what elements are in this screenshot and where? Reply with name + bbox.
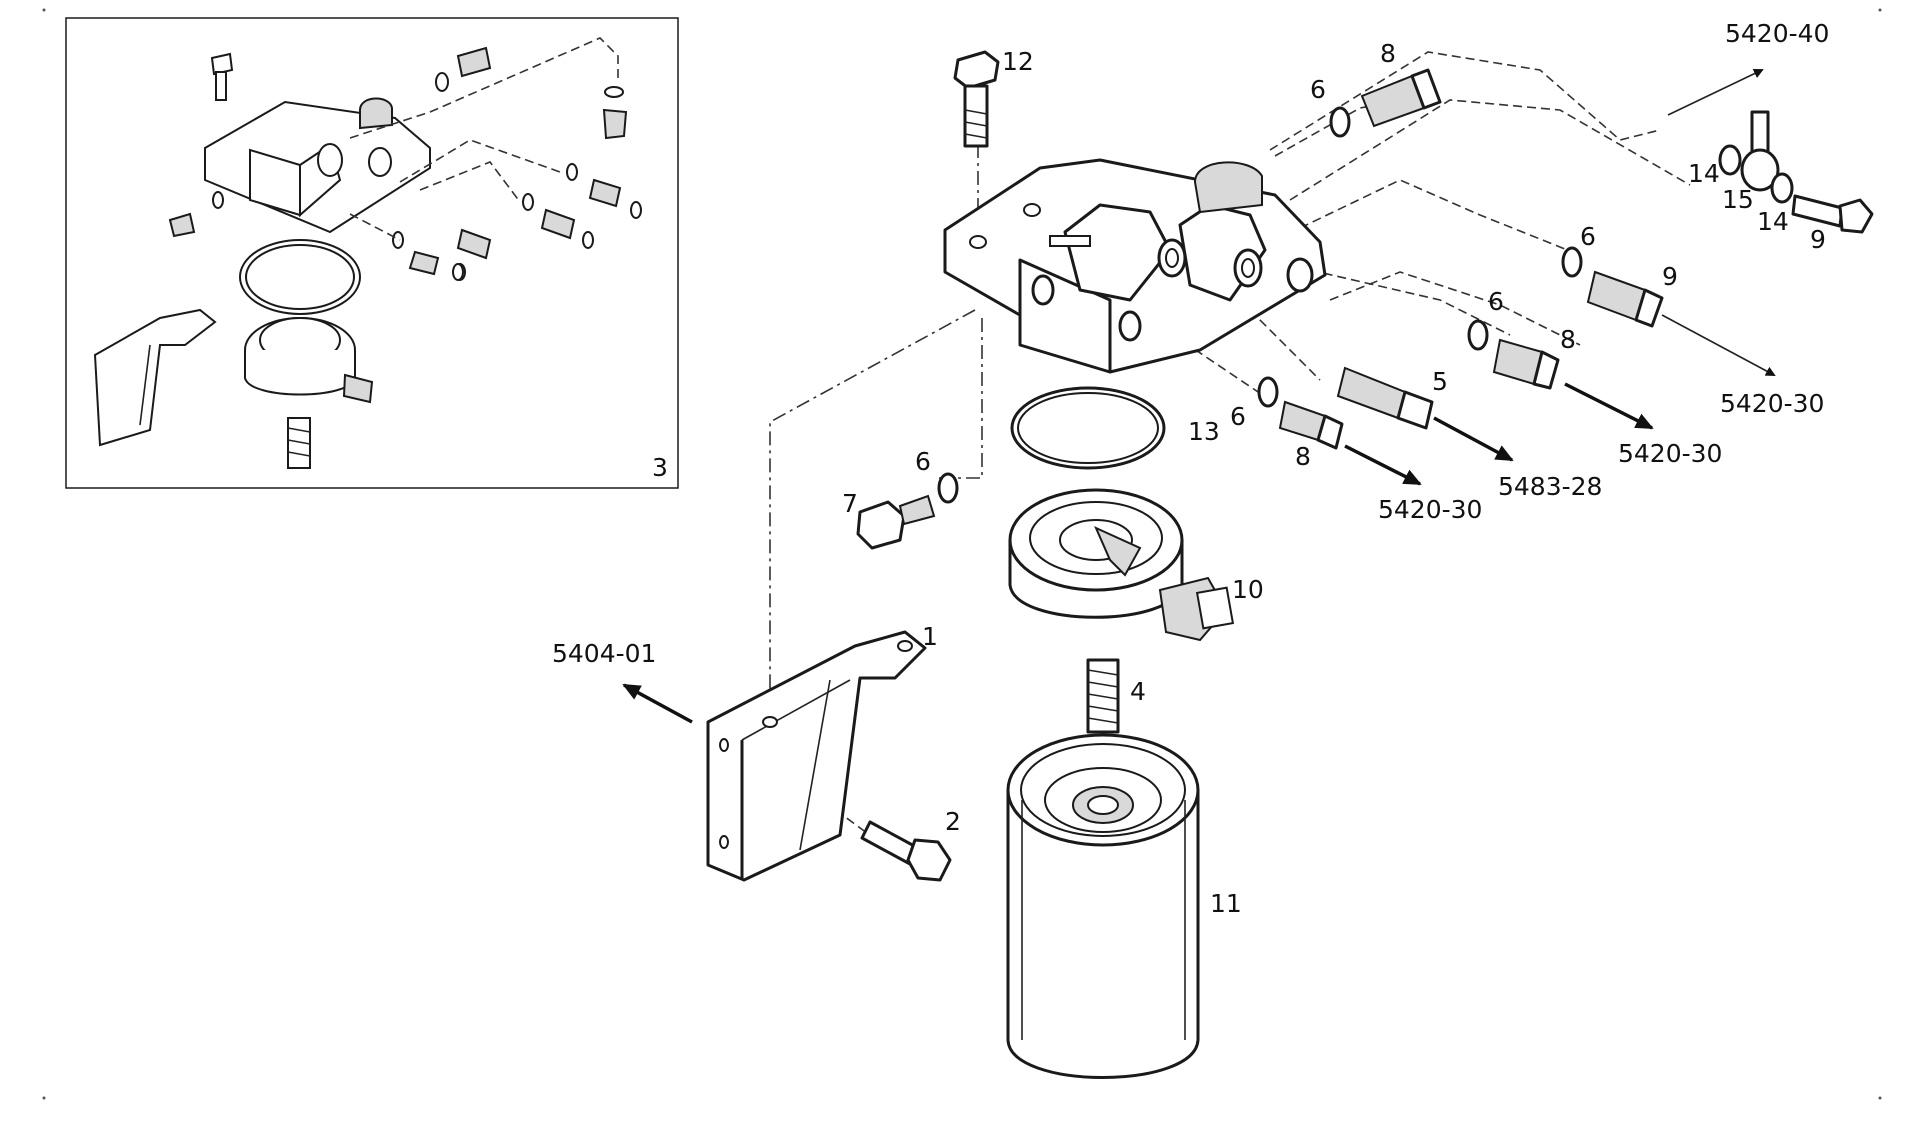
- callout-6-left: 6: [915, 447, 931, 476]
- callout-2: 2: [945, 807, 961, 836]
- ref-5483-28: 5483-28: [1498, 472, 1602, 501]
- part-14-washer-right: [1770, 172, 1794, 204]
- callout-14-left: 14: [1688, 159, 1720, 188]
- filter-head-housing: [943, 158, 1327, 374]
- part-9-banjo-bolt: [1791, 194, 1874, 234]
- callout-13: 13: [1188, 417, 1220, 446]
- part-6-oring-mid: [1467, 319, 1489, 351]
- callout-9-mid: 9: [1662, 262, 1678, 291]
- callout-6-mid: 6: [1488, 287, 1504, 316]
- callout-6-upper: 6: [1310, 75, 1326, 104]
- callout-5: 5: [1432, 367, 1448, 396]
- part-6-oring-right: [1561, 246, 1583, 278]
- part-12-bolt: [953, 50, 1000, 148]
- callout-15: 15: [1722, 185, 1754, 214]
- part-10-filter-head: [1008, 488, 1235, 642]
- callout-6-lower: 6: [1230, 402, 1246, 431]
- corner-marks: [42, 8, 1882, 1100]
- callout-1: 1: [922, 622, 938, 651]
- part-8-fitting-mid: [1492, 338, 1560, 390]
- callout-9-right: 9: [1810, 225, 1826, 254]
- part-1-bracket: [706, 630, 927, 882]
- part-14-washer-left: [1718, 144, 1742, 176]
- inset-overview-panel: [65, 17, 679, 489]
- part-2-bolt: [860, 820, 952, 882]
- ref-5420-40: 5420-40: [1725, 19, 1829, 48]
- part-6-oring-lower: [1257, 376, 1279, 408]
- part-6-oring-upper: [1329, 106, 1351, 138]
- callout-8-mid: 8: [1560, 325, 1576, 354]
- part-7-plug: [856, 494, 936, 550]
- part-4-stud: [1086, 658, 1120, 734]
- callout-7: 7: [842, 489, 858, 518]
- part-9-fitting-right: [1586, 270, 1664, 328]
- callout-6-right: 6: [1580, 222, 1596, 251]
- ref-5420-30-low: 5420-30: [1378, 495, 1482, 524]
- part-6-oring-left: [937, 472, 959, 504]
- part-8-fitting-upper: [1360, 68, 1442, 128]
- callout-11: 11: [1210, 889, 1242, 918]
- callout-10: 10: [1232, 575, 1264, 604]
- callout-14-right: 14: [1757, 207, 1789, 236]
- ref-5420-30-right: 5420-30: [1720, 389, 1824, 418]
- callout-3: 3: [652, 453, 668, 482]
- callout-8-upper: 8: [1380, 39, 1396, 68]
- part-11-filter-canister: [1006, 733, 1200, 1079]
- part-5-sensor: [1336, 366, 1434, 430]
- callout-12: 12: [1002, 47, 1034, 76]
- callout-8-lower: 8: [1295, 442, 1311, 471]
- part-8-fitting-lower: [1278, 400, 1344, 450]
- ref-5420-30-mid: 5420-30: [1618, 439, 1722, 468]
- callout-4: 4: [1130, 677, 1146, 706]
- part-13-oring: [1010, 386, 1166, 470]
- ref-5404-01: 5404-01: [552, 639, 656, 668]
- part-15-banjo: [1740, 110, 1780, 192]
